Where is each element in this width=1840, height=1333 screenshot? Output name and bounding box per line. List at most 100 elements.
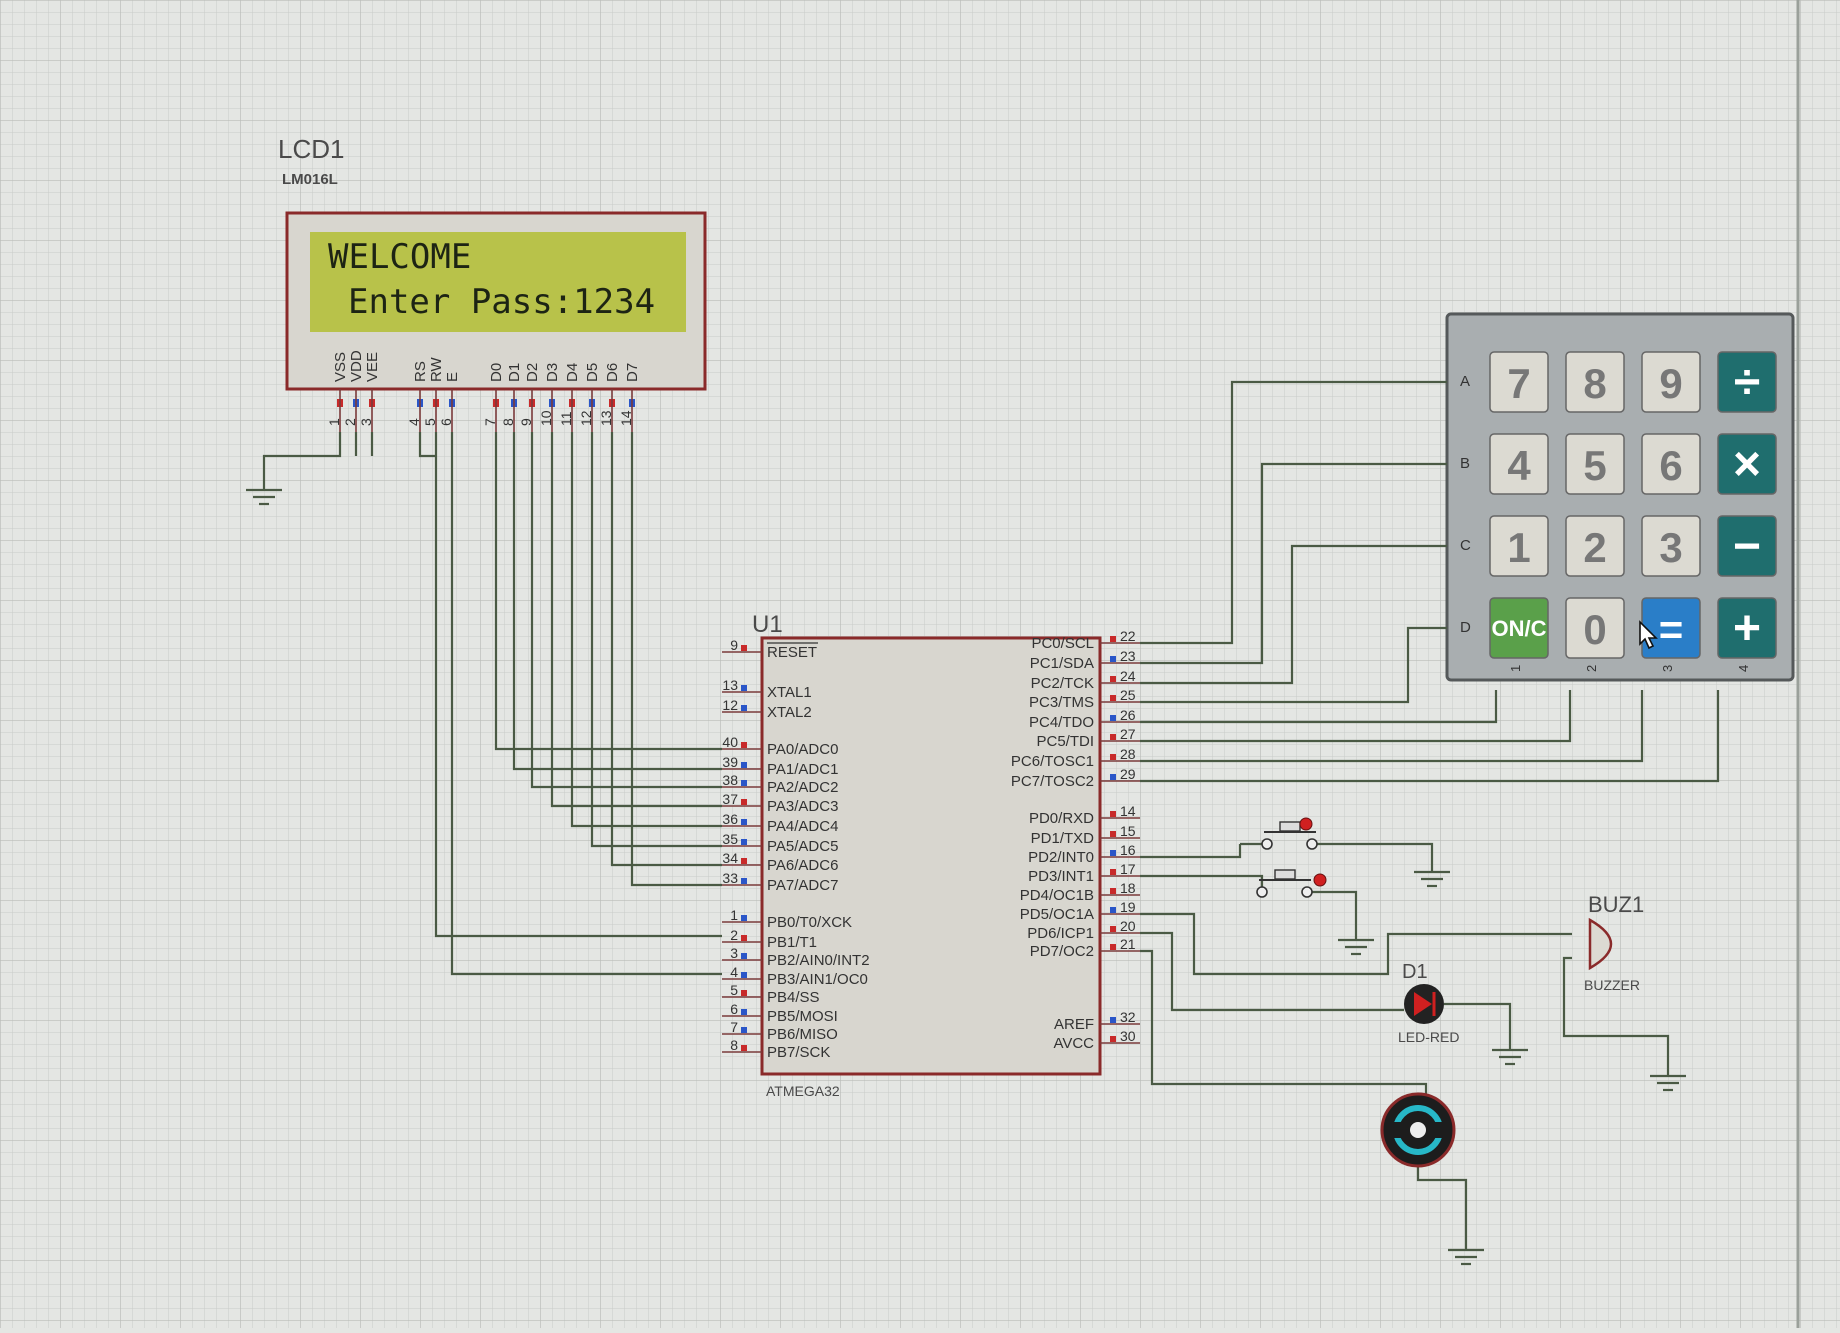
- keypad-key[interactable]: 8: [1565, 351, 1625, 413]
- keypad-key[interactable]: +: [1717, 597, 1777, 659]
- keypad-key[interactable]: 2: [1565, 515, 1625, 577]
- buzzer-label: BUZZER: [1584, 977, 1640, 993]
- mcu-pin-number: 5: [730, 982, 738, 998]
- mcu-pin-label: PC1/SDA: [1030, 655, 1094, 672]
- keypad-key-label: 8: [1583, 360, 1606, 407]
- lcd-pin-e: E6: [438, 372, 461, 432]
- mcu-pin-number: 27: [1120, 726, 1136, 742]
- ground-icon: [1338, 930, 1374, 956]
- mcu-pin-label: PC4/TDO: [1029, 714, 1094, 731]
- mcu-pin-number: 18: [1120, 880, 1136, 896]
- keypad-key[interactable]: −: [1717, 515, 1777, 577]
- mcu-pin-number: 32: [1120, 1009, 1136, 1025]
- mcu-pin-number: 33: [722, 870, 738, 886]
- keypad-key[interactable]: 0: [1565, 597, 1625, 659]
- mcu-pin-number: 1: [730, 907, 738, 923]
- mcu-ref: U1: [752, 611, 783, 638]
- keypad-key[interactable]: 9: [1641, 351, 1701, 413]
- lcd-pin-label: VSS: [332, 352, 349, 382]
- mcu-pin-label: XTAL1: [767, 684, 812, 701]
- mcu-pin-number: 36: [722, 811, 738, 827]
- led-ref: D1: [1402, 961, 1428, 983]
- keypad-key-label: −: [1733, 520, 1761, 573]
- keypad-key-label: ON/C: [1492, 616, 1547, 641]
- keypad-key-label: ÷: [1734, 356, 1760, 409]
- keypad-key[interactable]: 4: [1489, 433, 1549, 495]
- mcu-pin-label: AREF: [1054, 1016, 1094, 1033]
- mcu-pin-number: 34: [722, 850, 738, 866]
- mcu-pin-label: PA2/ADC2: [767, 779, 838, 796]
- led-label: LED-RED: [1398, 1029, 1459, 1045]
- keypad-key[interactable]: 3: [1641, 515, 1701, 577]
- lcd-pin-label: RW: [428, 356, 445, 382]
- keypad-col-2: 2: [1584, 665, 1599, 672]
- mcu-pin-number: 39: [722, 754, 738, 770]
- push-button-2[interactable]: [1256, 869, 1327, 898]
- lcd-pin-d1: D18: [500, 363, 523, 432]
- led-red[interactable]: D1 LED-RED: [1398, 961, 1459, 1045]
- mcu-pin-label: PD3/INT1: [1028, 868, 1094, 885]
- push-button-1[interactable]: [1240, 817, 1318, 850]
- mcu-pin-number: 15: [1120, 823, 1136, 839]
- lcd-pin-number: 7: [482, 418, 498, 426]
- lcd-pin-label: D0: [488, 363, 505, 382]
- mcu-pin-label: PD5/OC1A: [1020, 906, 1094, 923]
- keypad-key[interactable]: ÷: [1717, 351, 1777, 413]
- mcu-pin-label: PD0/RXD: [1029, 810, 1094, 827]
- mcu-pin-label: PA4/ADC4: [767, 818, 838, 835]
- mcu-pin-number: 28: [1120, 746, 1136, 762]
- lcd-pin-number: 14: [618, 410, 634, 426]
- mcu-pin-number: 20: [1120, 918, 1136, 934]
- mcu-pin-number: 29: [1120, 766, 1136, 782]
- buzzer[interactable]: BUZ1 BUZZER: [1584, 892, 1644, 993]
- keypad-key-label: 7: [1507, 360, 1530, 407]
- keypad-key[interactable]: ON/C: [1489, 597, 1549, 659]
- mcu-pin-label: PC7/TOSC2: [1011, 773, 1094, 790]
- motor-icon[interactable]: [1380, 1092, 1456, 1168]
- mcu-pin-number: 3: [730, 945, 738, 961]
- mcu-pin-number: 8: [730, 1037, 738, 1053]
- mcu-model: ATMEGA32: [766, 1083, 840, 1099]
- lcd-pin-number: 13: [598, 410, 614, 426]
- keypad-key[interactable]: 6: [1641, 433, 1701, 495]
- mcu-pin-label: PA5/ADC5: [767, 838, 838, 855]
- mouse-cursor-icon: [1639, 620, 1658, 650]
- keypad-key[interactable]: ×: [1717, 433, 1777, 495]
- keypad-col-1: 1: [1508, 665, 1523, 672]
- mcu-pin-number: 23: [1120, 648, 1136, 664]
- keypad-key[interactable]: =: [1641, 597, 1701, 659]
- lcd-module[interactable]: LCD1 LM016L WELCOME Enter Pass:1234 VSS1…: [278, 134, 707, 432]
- keypad-key[interactable]: 5: [1565, 433, 1625, 495]
- lcd-pin-number: 11: [558, 411, 574, 426]
- mcu-pin-label: PB0/T0/XCK: [767, 914, 852, 931]
- keypad-key[interactable]: 1: [1489, 515, 1549, 577]
- keypad-key-label: 6: [1659, 442, 1682, 489]
- lcd-line-2: Enter Pass:1234: [348, 282, 655, 322]
- buzzer-ref: BUZ1: [1588, 892, 1644, 917]
- keypad-col-4: 4: [1736, 665, 1751, 672]
- mcu-pin-number: 37: [722, 791, 738, 807]
- mcu-pin-number: 17: [1120, 861, 1136, 877]
- keypad-key[interactable]: 7: [1489, 351, 1549, 413]
- lcd-pin-d0: D0 7: [482, 363, 505, 432]
- ground-symbols: [246, 480, 1686, 1266]
- mcu-pin-number: 9: [730, 637, 738, 653]
